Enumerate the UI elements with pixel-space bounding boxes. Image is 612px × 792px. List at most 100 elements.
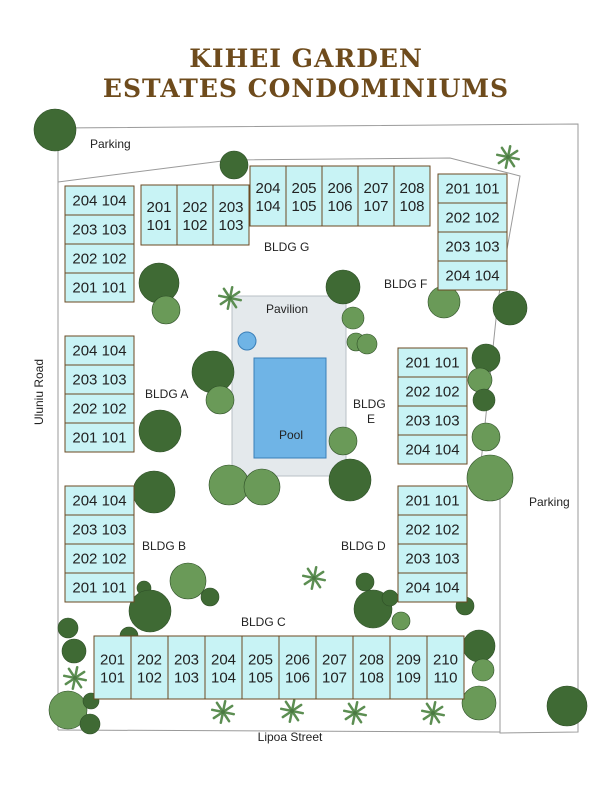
building-a-unit-202[interactable]: 202 102 xyxy=(64,393,135,424)
unit-number-upper: 206 xyxy=(327,180,352,197)
unit-number-upper: 203 xyxy=(174,652,199,669)
unit-number-lower: 101 xyxy=(146,217,171,234)
tree xyxy=(79,713,101,735)
unit-number-upper: 209 xyxy=(396,652,421,669)
unit-number-upper: 205 xyxy=(248,652,273,669)
building-e-unit-202[interactable]: 202 102 xyxy=(397,376,468,407)
building-top-left-unit-203[interactable]: 203 103 xyxy=(64,214,135,245)
unit-number-lower: 104 xyxy=(255,198,280,215)
building-d-unit-204[interactable]: 204 104 xyxy=(397,572,468,603)
tree xyxy=(328,426,358,456)
building-b-unit-203[interactable]: 203 103 xyxy=(64,514,135,545)
building-e-unit-201[interactable]: 201 101 xyxy=(397,347,468,378)
pool-label: Pool xyxy=(279,428,303,442)
tree xyxy=(391,611,411,631)
unit-number-upper: 204 xyxy=(255,180,280,197)
building-d-unit-203[interactable]: 203 103 xyxy=(397,543,468,574)
spa xyxy=(237,331,257,351)
unit-number-lower: 107 xyxy=(363,198,388,215)
unit-number-upper: 204 xyxy=(211,652,236,669)
building-top-left-unit-204[interactable]: 204 104 xyxy=(64,185,135,216)
building-top-left-unit-201[interactable]: 201 101 xyxy=(64,272,135,303)
tree xyxy=(169,562,207,600)
unit-numbers: 203 103 xyxy=(405,551,459,568)
building-b-unit-204[interactable]: 204 104 xyxy=(64,485,135,516)
palm-tree-icon xyxy=(62,665,88,691)
trees xyxy=(33,108,588,735)
unit-numbers: 201 101 xyxy=(72,430,126,447)
tree xyxy=(57,617,79,639)
unit-numbers: 202 102 xyxy=(445,210,499,227)
tree xyxy=(492,290,528,326)
unit-number-upper: 201 xyxy=(146,199,171,216)
building-d-unit-202[interactable]: 202 102 xyxy=(397,514,468,545)
tree xyxy=(208,464,250,506)
building-b-unit-201[interactable]: 201 101 xyxy=(64,572,135,603)
parking-right-label: Parking xyxy=(529,495,570,509)
tree xyxy=(61,638,87,664)
tree xyxy=(546,685,588,727)
building-a-unit-204[interactable]: 204 104 xyxy=(64,335,135,366)
unit-number-lower: 102 xyxy=(137,670,162,687)
palm-tree-icon xyxy=(342,700,368,726)
unit-numbers: 201 101 xyxy=(72,280,126,297)
tree xyxy=(471,422,501,452)
unit-numbers: 203 103 xyxy=(72,372,126,389)
building-a-unit-201[interactable]: 201 101 xyxy=(64,422,135,453)
tree xyxy=(427,285,461,319)
building-f-unit-201[interactable]: 201 101 xyxy=(437,173,508,204)
unit-numbers: 201 101 xyxy=(405,493,459,510)
building-b-unit-202[interactable]: 202 102 xyxy=(64,543,135,574)
tree xyxy=(328,458,372,502)
unit-numbers: 204 104 xyxy=(72,493,126,510)
tree xyxy=(205,385,235,415)
building-a-unit-203[interactable]: 203 103 xyxy=(64,364,135,395)
tree xyxy=(466,454,514,502)
bldg-e-label-line-2: E xyxy=(367,412,375,426)
unit-numbers: 202 102 xyxy=(72,251,126,268)
unit-number-upper: 208 xyxy=(399,180,424,197)
building-e-unit-203[interactable]: 203 103 xyxy=(397,405,468,436)
unit-number-lower: 103 xyxy=(218,217,243,234)
bldg-f-label: BLDG F xyxy=(384,277,427,291)
unit-number-upper: 202 xyxy=(137,652,162,669)
unit-numbers: 202 102 xyxy=(72,401,126,418)
building-f-unit-202[interactable]: 202 102 xyxy=(437,202,508,233)
building-f-unit-204[interactable]: 204 104 xyxy=(437,260,508,291)
building-f-unit-203[interactable]: 203 103 xyxy=(437,231,508,262)
building-e-unit-204[interactable]: 204 104 xyxy=(397,434,468,465)
unit-number-lower: 105 xyxy=(248,670,273,687)
lipoa-street-label: Lipoa Street xyxy=(258,730,323,744)
unit-number-upper: 202 xyxy=(182,199,207,216)
building-d-unit-201[interactable]: 201 101 xyxy=(397,485,468,516)
bldg-b-label: BLDG B xyxy=(142,539,186,553)
unit-number-upper: 203 xyxy=(218,199,243,216)
unit-numbers: 204 104 xyxy=(405,442,459,459)
unit-number-upper: 207 xyxy=(322,652,347,669)
building-top-left-unit-202[interactable]: 202 102 xyxy=(64,243,135,274)
palm-tree-icon xyxy=(279,698,305,724)
unit-numbers: 201 101 xyxy=(445,181,499,198)
unit-numbers: 203 103 xyxy=(72,222,126,239)
bldg-g-label: BLDG G xyxy=(264,240,309,254)
